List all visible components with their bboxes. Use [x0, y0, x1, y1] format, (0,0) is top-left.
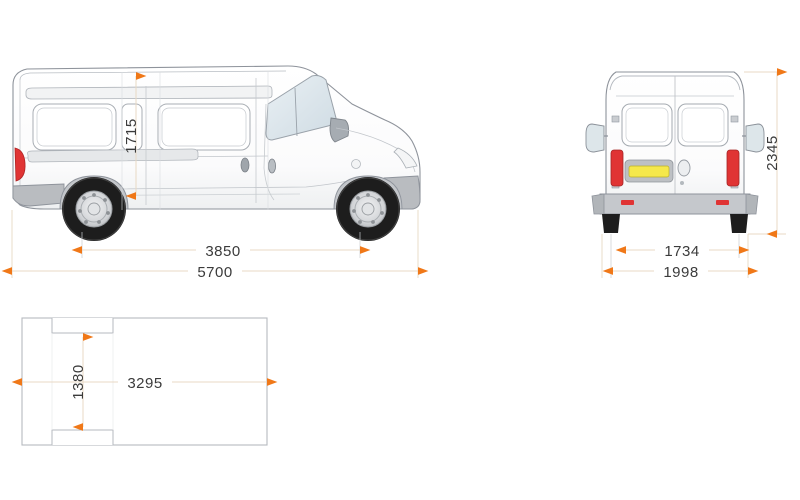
plan-wheel-arch-top: [51, 318, 114, 334]
side-taillight: [14, 147, 26, 182]
dimlabel-bg-length: [188, 262, 242, 280]
side-roof-rail: [25, 85, 273, 100]
rear-wheel-left: [602, 214, 620, 233]
plan-wheel-arch-bottom: [51, 429, 114, 445]
rear-window-left-inner: [625, 107, 669, 143]
rear-dimensions-group: 2345 1734 1998: [601, 68, 788, 281]
dimlabel-bg-track: [655, 241, 709, 259]
dimlabel-bg-width: [654, 262, 708, 280]
side-window-rear-inner: [36, 107, 113, 147]
rear-bumper-corner-right: [745, 193, 759, 215]
side-rear-bumper: [12, 183, 65, 207]
side-headlight: [393, 147, 418, 169]
side-rub-strip: [27, 148, 199, 163]
rear-licence-plate: [628, 165, 670, 178]
side-view-group: [12, 65, 421, 241]
dimvalue-overall-length: 5700: [197, 264, 232, 281]
rear-wheel-right: [730, 214, 748, 233]
rear-mirror-left: [585, 123, 605, 153]
rear-reflector-left: [621, 200, 634, 205]
side-roof-line: [19, 70, 287, 81]
side-wheel-front: [336, 177, 400, 241]
dimvalue-cargo-height: 1715: [123, 118, 140, 153]
rear-taillight-left: [610, 149, 624, 187]
side-dimensions-group: 1715 3850 5700: [1, 72, 429, 281]
rear-taillight-right: [726, 149, 740, 187]
dimlabel-bg-loadlength: [118, 373, 172, 391]
dimvalue-load-length: 3295: [127, 375, 162, 392]
rear-reflector-right: [716, 200, 729, 205]
rear-mirror-right: [745, 123, 765, 153]
rear-bumper-corner-left: [591, 193, 605, 215]
side-wheel-rear: [62, 177, 126, 241]
side-cab-glass-divider: [294, 87, 298, 137]
side-mirror: [329, 117, 350, 143]
plan-dimensions-group: 1380 3295: [11, 333, 278, 431]
dimlabel-bg-wheelbase: [196, 241, 250, 259]
side-window-mid-inner: [161, 107, 247, 147]
rear-hinge-upper-left: [611, 115, 620, 123]
dimvalue-overall-width: 1998: [663, 264, 698, 281]
rear-door-handle[interactable]: [677, 159, 691, 177]
dimvalue-track-width: 1734: [664, 243, 699, 260]
side-handle-cab-door[interactable]: [267, 158, 276, 174]
rear-lock-icon: [680, 181, 684, 185]
rear-window-right-inner: [681, 107, 725, 143]
rear-view-group: [585, 71, 765, 233]
side-door-shut-cab: [263, 103, 275, 201]
rear-hinge-upper-right: [730, 115, 739, 123]
dimvalue-wheelbase: 3850: [205, 243, 240, 260]
dimvalue-overall-height: 2345: [764, 135, 781, 170]
side-fuel-cap-icon: [351, 159, 361, 169]
side-handle-sliding-door[interactable]: [240, 157, 250, 173]
